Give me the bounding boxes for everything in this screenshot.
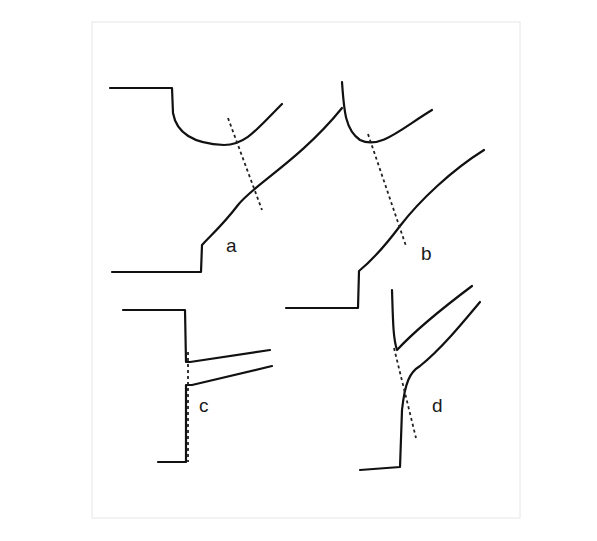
upper-profile: [392, 286, 472, 350]
panel-label: a: [226, 236, 237, 255]
lower-profile: [360, 302, 480, 470]
lower-profile: [286, 150, 484, 308]
panel-label: b: [421, 244, 432, 263]
dotted-line: [187, 352, 189, 462]
dotted-line: [228, 118, 262, 210]
upper-profile: [123, 310, 270, 362]
panel-label: c: [199, 396, 209, 415]
dotted-line: [394, 348, 416, 438]
lower-profile: [112, 108, 342, 272]
upper-profile: [342, 82, 432, 143]
frame: [92, 22, 520, 518]
upper-profile: [110, 88, 282, 145]
panel-label: d: [432, 396, 443, 415]
lower-profile: [158, 366, 272, 462]
dotted-line: [368, 134, 406, 246]
